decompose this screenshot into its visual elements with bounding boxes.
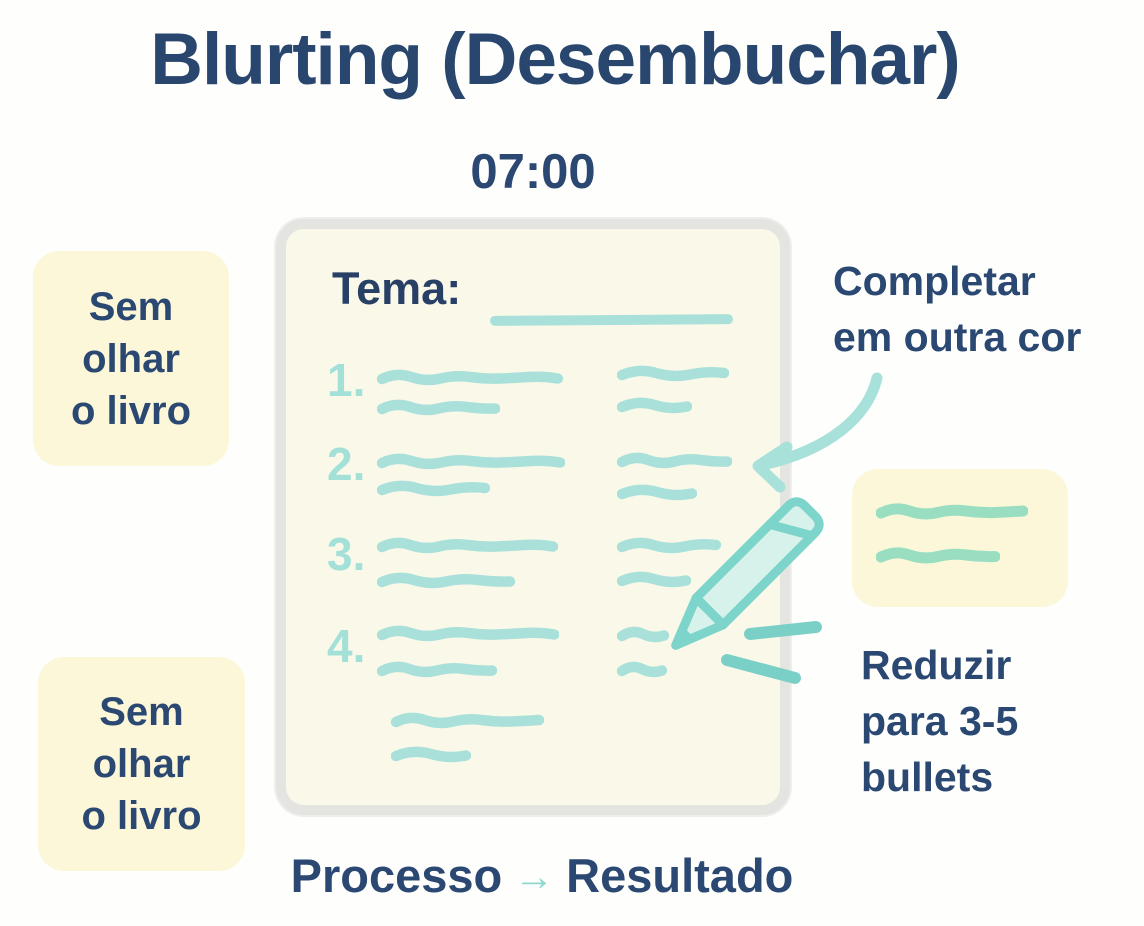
process-label: Processo	[290, 849, 503, 902]
handwritten-line	[377, 399, 500, 416]
handwritten-line	[377, 369, 563, 386]
tema-label: Tema:	[332, 263, 462, 314]
timer-display: 07:00	[470, 145, 596, 199]
curved-arrow-icon	[752, 372, 883, 493]
handwritten-line	[377, 572, 515, 589]
handwritten-line	[617, 452, 732, 469]
handwritten-line	[377, 661, 497, 678]
handwritten-line	[391, 712, 544, 729]
annotation-line: bullets	[861, 753, 994, 800]
handwritten-line	[377, 625, 559, 642]
sticky-note-left-bottom: Sem olhar o livro	[38, 657, 245, 871]
note-line: o livro	[70, 388, 192, 433]
reduzir-annotation: Reduzir para 3-5 bullets	[861, 638, 1018, 805]
list-number-4: 4.	[327, 620, 366, 672]
list-number-3: 3.	[327, 528, 366, 580]
handwritten-line	[617, 365, 729, 382]
handwritten-line	[617, 661, 667, 678]
handwritten-line	[617, 571, 691, 588]
note-line: olhar	[82, 336, 180, 381]
handwritten-line	[617, 626, 669, 643]
page-title: Blurting (Desembuchar)	[150, 19, 960, 100]
note-line: o livro	[81, 794, 202, 838]
handwritten-line	[617, 397, 692, 414]
note-squiggle-line	[876, 547, 1000, 564]
handwritten-line	[391, 746, 471, 763]
worksheet-paper: Tema: 1. 2. 3. 4.	[276, 219, 790, 815]
annotation-line: em outra cor	[833, 313, 1082, 360]
handwritten-line	[617, 537, 721, 554]
annotation-line: para 3-5	[861, 697, 1019, 744]
list-number-2: 2.	[327, 438, 366, 490]
pencil-icon	[671, 497, 824, 650]
note-line: Sem	[88, 284, 174, 329]
note-squiggle-line	[876, 503, 1028, 520]
note-line: olhar	[92, 742, 191, 786]
annotation-line: Completar	[833, 258, 1036, 304]
handwritten-line	[377, 480, 490, 497]
sticky-note-right	[852, 469, 1068, 607]
handwritten-line	[617, 484, 697, 501]
tema-blank-line	[489, 314, 734, 326]
sticky-note-left-top: Sem olhar o livro	[33, 251, 229, 466]
result-label: Resultado	[566, 849, 794, 902]
footer-process-result: Processo→Resultado	[0, 848, 1084, 903]
list-number-1: 1.	[327, 354, 366, 406]
annotation-line: Reduzir	[861, 642, 1012, 688]
right-arrow-icon: →	[514, 855, 555, 899]
emphasis-dashes-icon	[721, 621, 822, 684]
note-line: Sem	[99, 690, 184, 734]
handwritten-line	[377, 453, 565, 470]
handwritten-line	[377, 537, 558, 554]
completar-annotation: Completar em outra cor	[833, 254, 1081, 366]
